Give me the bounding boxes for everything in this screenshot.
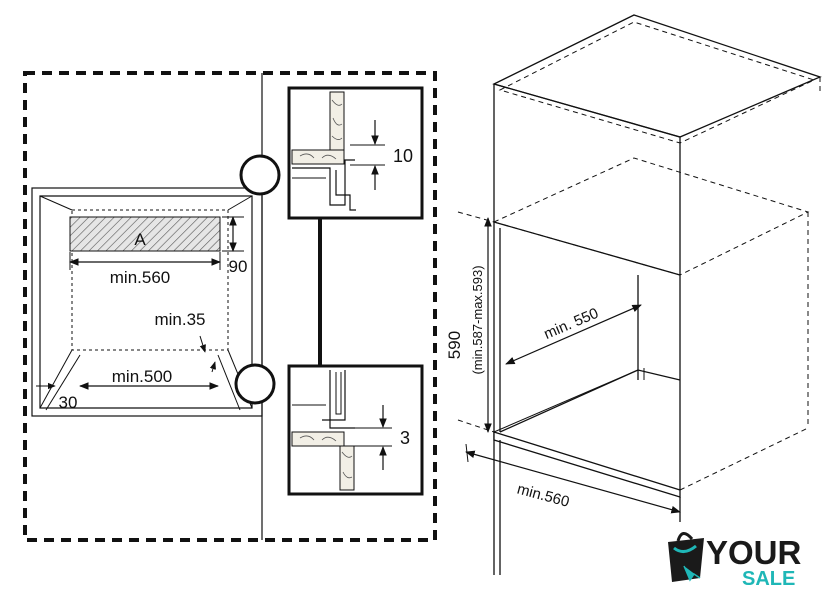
logo-text-your: YOUR [706,534,802,571]
dim-cabinet-height: 590 [445,331,464,359]
detail-bottom: 3 [287,364,424,496]
dim-cabinet-height-range: (min.587-max.593) [470,265,485,374]
dim-top-height: 90 [229,257,248,276]
detail-marker-bottom [234,363,276,405]
dim-cabinet-depth: min. 550 [541,305,601,343]
niche-outline [31,187,263,417]
label-a: A [134,230,146,249]
yoursale-logo: YOUR SALE [668,532,802,590]
dim-top-gap: 10 [393,146,413,166]
dim-bottom-depth: 30 [59,393,78,412]
dim-bottom-gap: 3 [400,428,410,448]
detail-top: 10 [287,86,424,220]
dim-bottom-width: min.500 [112,367,172,386]
front-dashed-frame [23,71,437,542]
front-view: A min.560 90 min.35 min.500 30 [23,71,437,542]
dim-cabinet-width: min.560 [515,481,571,511]
shopping-bag-icon [668,532,704,582]
dim-side-gap: min.35 [154,310,205,329]
cabinet-view: 590 (min.587-max.593) min. 550 min.560 [445,14,822,575]
dim-top-width: min.560 [110,268,170,287]
hatched-area-a [69,216,221,252]
logo-text-sale: SALE [742,568,795,590]
detail-marker-top [239,154,281,196]
